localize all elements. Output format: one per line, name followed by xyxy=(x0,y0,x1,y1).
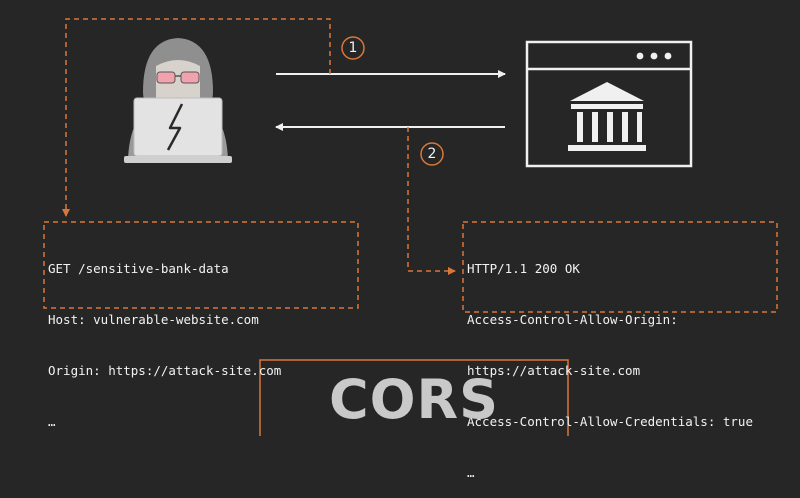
title-box-border xyxy=(259,359,569,436)
http-response-text: HTTP/1.1 200 OK Access-Control-Allow-Ori… xyxy=(467,226,753,498)
step-2-label: 2 xyxy=(427,146,437,162)
cors-diagram xyxy=(43,18,778,436)
response-line: https://attack-site.com xyxy=(467,363,641,378)
request-line: GET /sensitive-bank-data xyxy=(48,261,229,276)
request-line: … xyxy=(48,414,56,429)
request-line: Origin: https://attack-site.com xyxy=(48,363,282,378)
step-1-badge xyxy=(341,36,365,60)
response-connector xyxy=(407,127,456,275)
cors-title: CORS xyxy=(328,368,499,431)
request-connector xyxy=(62,18,331,217)
http-request-text: GET /sensitive-bank-data Host: vulnerabl… xyxy=(48,226,281,447)
response-line: Access-Control-Allow-Credentials: true xyxy=(467,414,753,429)
request-line: Host: vulnerable-website.com xyxy=(48,312,259,327)
response-line: Access-Control-Allow-Origin: xyxy=(467,312,678,327)
step-2-badge xyxy=(420,142,444,166)
hacker-with-laptop-icon xyxy=(124,38,232,163)
step-1-label: 1 xyxy=(348,40,358,56)
response-line: HTTP/1.1 200 OK xyxy=(467,261,580,276)
response-box-border xyxy=(462,221,778,313)
browser-window-bank-icon xyxy=(525,40,693,168)
request-box-border xyxy=(43,221,359,309)
response-line: … xyxy=(467,465,475,480)
